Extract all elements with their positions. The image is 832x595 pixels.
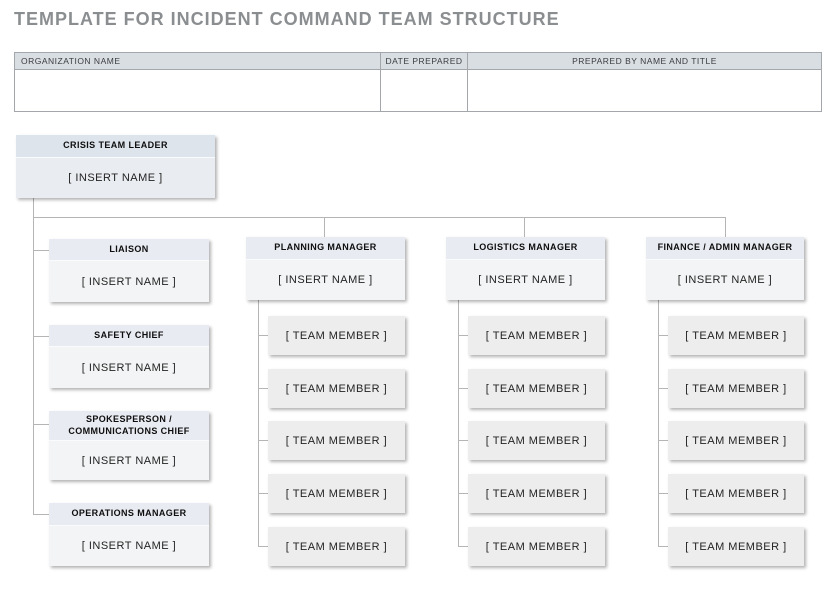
connector-drop-finance — [725, 217, 726, 237]
connector-finance-vertical — [658, 300, 659, 547]
insert-name-placeholder[interactable]: [ INSERT NAME ] — [49, 261, 209, 302]
org-box-title: SAFETY CHIEF — [49, 325, 209, 347]
organization-name-field[interactable] — [15, 70, 381, 111]
connector-stub-safety — [33, 336, 49, 337]
page-title: TEMPLATE FOR INCIDENT COMMAND TEAM STRUC… — [14, 9, 560, 29]
org-box-title: OPERATIONS MANAGER — [49, 503, 209, 526]
connector-stub-operations — [33, 514, 49, 515]
insert-name-placeholder[interactable]: [ INSERT NAME ] — [646, 260, 804, 300]
org-box-title: LIAISON — [49, 239, 209, 261]
connector-main-horizontal — [33, 217, 726, 218]
team-member-box[interactable]: [ TEAM MEMBER ] — [268, 474, 405, 513]
org-box-title: SPOKESPERSON / COMMUNICATIONS CHIEF — [49, 411, 209, 441]
team-member-box[interactable]: [ TEAM MEMBER ] — [668, 474, 804, 513]
connector-member-stub — [258, 493, 268, 494]
team-member-box[interactable]: [ TEAM MEMBER ] — [268, 527, 405, 566]
insert-name-placeholder[interactable]: [ INSERT NAME ] — [16, 158, 215, 198]
team-member-box[interactable]: [ TEAM MEMBER ] — [668, 527, 804, 566]
team-member-box[interactable]: [ TEAM MEMBER ] — [268, 421, 405, 460]
table-header-organization-name: ORGANIZATION NAME — [15, 53, 381, 70]
org-box-title: CRISIS TEAM LEADER — [16, 135, 215, 158]
table-header-date-prepared: DATE PREPARED — [381, 53, 468, 70]
connector-drop-logistics — [524, 217, 525, 237]
org-box-liaison: LIAISON [ INSERT NAME ] — [49, 239, 209, 302]
team-member-box[interactable]: [ TEAM MEMBER ] — [668, 421, 804, 460]
table-header-prepared-by: PREPARED BY NAME AND TITLE — [468, 53, 821, 70]
connector-member-stub — [658, 440, 668, 441]
team-member-box[interactable]: [ TEAM MEMBER ] — [268, 316, 405, 355]
insert-name-placeholder[interactable]: [ INSERT NAME ] — [49, 347, 209, 388]
team-member-box[interactable]: [ TEAM MEMBER ] — [468, 369, 605, 408]
insert-name-placeholder[interactable]: [ INSERT NAME ] — [49, 441, 209, 480]
team-member-box[interactable]: [ TEAM MEMBER ] — [268, 369, 405, 408]
insert-name-placeholder[interactable]: [ INSERT NAME ] — [446, 260, 605, 300]
connector-member-stub — [458, 335, 468, 336]
info-table-value-row — [15, 70, 821, 111]
prepared-by-field[interactable] — [468, 70, 821, 111]
info-table-header-row: ORGANIZATION NAME DATE PREPARED PREPARED… — [15, 53, 821, 70]
team-member-box[interactable]: [ TEAM MEMBER ] — [668, 369, 804, 408]
connector-member-stub — [658, 335, 668, 336]
insert-name-placeholder[interactable]: [ INSERT NAME ] — [246, 260, 405, 300]
team-member-box[interactable]: [ TEAM MEMBER ] — [468, 474, 605, 513]
connector-member-stub — [658, 546, 668, 547]
connector-logistics-vertical — [458, 300, 459, 547]
org-box-crisis-team-leader: CRISIS TEAM LEADER [ INSERT NAME ] — [16, 135, 215, 198]
org-box-operations-manager: OPERATIONS MANAGER [ INSERT NAME ] — [49, 503, 209, 566]
connector-root-vertical — [33, 198, 34, 514]
team-member-box[interactable]: [ TEAM MEMBER ] — [468, 316, 605, 355]
connector-member-stub — [658, 493, 668, 494]
org-box-finance-admin-manager: FINANCE / ADMIN MANAGER [ INSERT NAME ] — [646, 237, 804, 300]
info-table: ORGANIZATION NAME DATE PREPARED PREPARED… — [14, 52, 822, 112]
connector-member-stub — [258, 546, 268, 547]
insert-name-placeholder[interactable]: [ INSERT NAME ] — [49, 526, 209, 566]
org-box-spokesperson-communications-chief: SPOKESPERSON / COMMUNICATIONS CHIEF [ IN… — [49, 411, 209, 480]
team-member-box[interactable]: [ TEAM MEMBER ] — [468, 527, 605, 566]
connector-member-stub — [258, 388, 268, 389]
connector-member-stub — [658, 388, 668, 389]
org-box-safety-chief: SAFETY CHIEF [ INSERT NAME ] — [49, 325, 209, 388]
org-box-planning-manager: PLANNING MANAGER [ INSERT NAME ] — [246, 237, 405, 300]
connector-member-stub — [458, 546, 468, 547]
team-member-box[interactable]: [ TEAM MEMBER ] — [468, 421, 605, 460]
connector-stub-spokesperson — [33, 424, 49, 425]
connector-stub-liaison — [33, 250, 49, 251]
connector-planning-vertical — [258, 300, 259, 547]
org-box-logistics-manager: LOGISTICS MANAGER [ INSERT NAME ] — [446, 237, 605, 300]
connector-member-stub — [258, 440, 268, 441]
connector-member-stub — [458, 440, 468, 441]
connector-drop-planning — [324, 217, 325, 237]
team-member-box[interactable]: [ TEAM MEMBER ] — [668, 316, 804, 355]
connector-member-stub — [258, 335, 268, 336]
connector-member-stub — [458, 388, 468, 389]
date-prepared-field[interactable] — [381, 70, 468, 111]
org-box-title: FINANCE / ADMIN MANAGER — [646, 237, 804, 260]
org-box-title: LOGISTICS MANAGER — [446, 237, 605, 260]
connector-member-stub — [458, 493, 468, 494]
org-box-title: PLANNING MANAGER — [246, 237, 405, 260]
